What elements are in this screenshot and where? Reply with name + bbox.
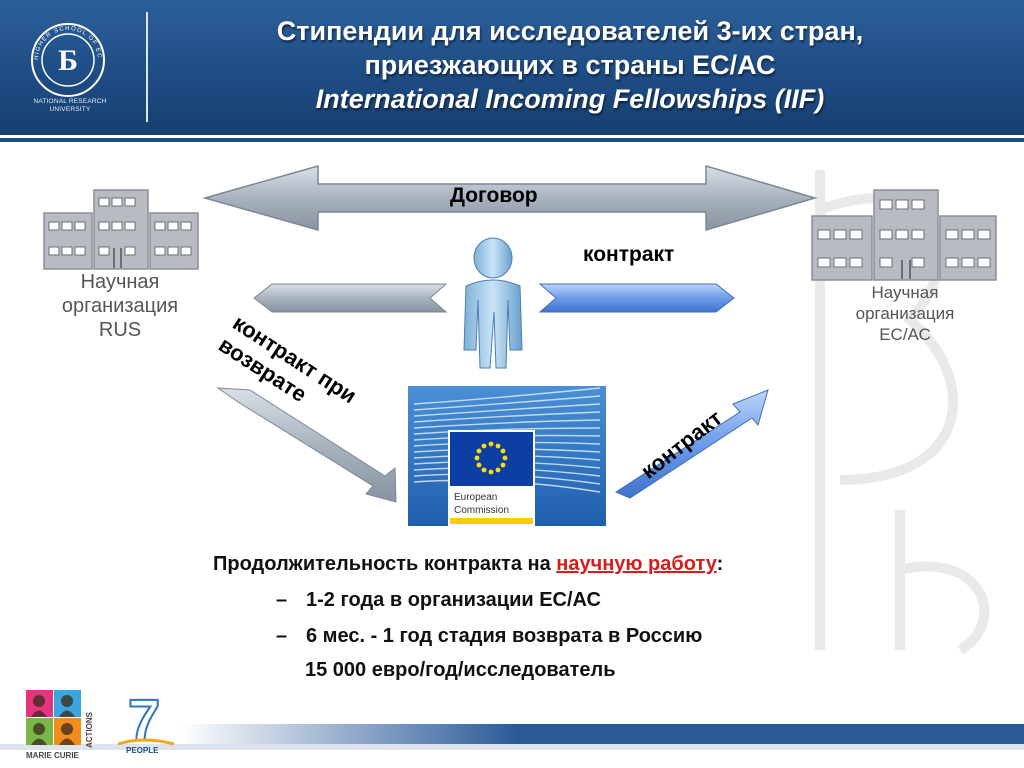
logo-caption-line2: UNIVERSITY <box>49 106 91 113</box>
page-title: Стипендии для исследователей 3-их стран,… <box>160 14 980 116</box>
org-rus-line2: организация <box>61 295 179 317</box>
org-rus-line1: Научная <box>80 271 160 293</box>
arrow-to-rus <box>253 283 448 313</box>
ec-label-line1: European <box>454 492 497 503</box>
logo-caption: NATIONAL RESEARCH UNIVERSITY <box>20 98 120 114</box>
bullet-eu-text: 1-2 года в организации ЕС/АС <box>306 589 601 611</box>
header-underline <box>0 138 1024 142</box>
funding-amount: 15 000 евро/год/исследователь <box>305 659 616 681</box>
bullet-return-period: –6 мес. - 1 год стадия возврата в Россию <box>276 625 702 648</box>
svg-text:Б: Б <box>58 44 78 77</box>
bullet-return-text: 6 мес. - 1 год стадия возврата в Россию <box>306 625 703 647</box>
agreement-label: Договор <box>450 184 538 207</box>
agreement-arrow <box>202 164 818 232</box>
org-eu-label: Научная организация ЕС/АС <box>815 282 995 345</box>
researcher-person-icon <box>463 237 523 369</box>
footer-bar-shadow <box>0 744 1024 750</box>
title-line-2: приезжающих в страны ЕС/АС <box>364 50 776 80</box>
european-commission-logo: European Commission <box>408 386 606 526</box>
fp7-number: 7 <box>128 690 160 753</box>
arrow-to-eu <box>538 283 735 313</box>
footer-bar <box>180 724 1024 744</box>
header-banner <box>0 0 1024 135</box>
title-line-1: Стипендии для исследователей 3-их стран, <box>276 16 864 46</box>
title-line-3: International Incoming Fellowships (IIF) <box>315 84 825 114</box>
contract-label-top: контракт <box>583 243 675 266</box>
building-right-icon <box>811 189 997 281</box>
org-eu-line3: ЕС/АС <box>879 325 931 344</box>
building-left-icon <box>43 189 199 270</box>
duration-heading: Продолжительность контракта на научную р… <box>213 553 723 576</box>
duration-suffix: : <box>716 553 724 575</box>
actions-label: ACTIONS <box>85 711 94 748</box>
fp7-people-logo: 7 PEOPLE <box>117 690 175 755</box>
org-rus-line3: RUS <box>98 319 142 341</box>
marie-curie-actions-logo: MARIE CURIE ACTIONS <box>26 690 94 760</box>
eu-stars-icon <box>474 441 508 475</box>
bullet-dash: – <box>276 589 288 611</box>
org-eu-line2: организация <box>855 304 955 323</box>
bullet-eu-period: –1-2 года в организации ЕС/АС <box>276 589 601 612</box>
hse-logo-icon: Б HIGHER SCHOOL OF ECONOMICS <box>28 18 105 97</box>
logo-divider <box>146 12 148 122</box>
diagram-canvas: European Commission <box>43 164 997 526</box>
ec-label-line2: Commission <box>454 505 509 516</box>
arrow-return-diagonal <box>216 387 397 503</box>
logo-caption-line1: NATIONAL RESEARCH <box>33 98 107 105</box>
org-rus-label: Научная организация RUS <box>30 270 210 342</box>
research-work-highlight: научную работу <box>556 553 717 575</box>
marie-curie-label: MARIE CURIE <box>26 751 80 760</box>
arrow-contract-diagonal <box>614 389 769 499</box>
fp7-people-label: PEOPLE <box>126 746 159 755</box>
bullet-dash: – <box>276 625 288 647</box>
duration-prefix: Продолжительность контракта на <box>213 553 557 575</box>
fellowship-diagram: European Commission Договор контракт Нау… <box>0 150 1024 540</box>
org-eu-line1: Научная <box>871 283 939 302</box>
